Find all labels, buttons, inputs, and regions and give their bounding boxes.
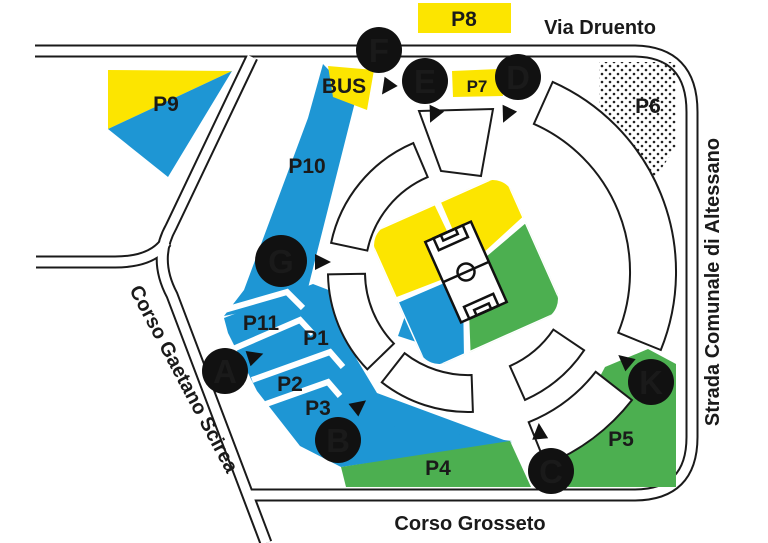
gate-d-letter: D (506, 59, 530, 96)
road-branch (36, 239, 170, 267)
gate-d-arrow-icon (502, 104, 518, 123)
ring-segment-east-outer (532, 80, 678, 352)
label-p2: P2 (277, 373, 303, 396)
label-p10: P10 (288, 155, 325, 178)
gate-f-circle (356, 27, 402, 73)
parking-area-p10[interactable] (224, 64, 356, 316)
pitch-halfway-line (442, 260, 490, 284)
gate-f-arrow-icon (381, 76, 398, 95)
gate-a-circle (202, 348, 248, 394)
gate-k-circle (628, 359, 674, 405)
gate-d-marker[interactable]: D (495, 54, 541, 100)
gate-b-marker[interactable]: B (315, 417, 361, 463)
gate-g-arrow-icon (315, 254, 331, 270)
ring-segment-south (380, 351, 474, 413)
label-p5: P5 (608, 428, 634, 451)
separator-p1-p2 (250, 348, 346, 383)
label-p3: P3 (305, 397, 331, 420)
parking-area-p4[interactable] (341, 441, 531, 487)
gate-g-letter: G (268, 243, 294, 280)
soccer-pitch (423, 219, 509, 325)
gate-c-marker[interactable]: C (528, 448, 574, 494)
stadium[interactable] (366, 172, 566, 372)
pitch-goal-box-top (439, 226, 460, 243)
parking-area-p7[interactable] (452, 69, 503, 97)
label-p9: P9 (153, 93, 179, 116)
gate-f-marker[interactable]: F (356, 27, 402, 73)
road-scirea (157, 55, 271, 543)
gate-d-circle (495, 54, 541, 100)
street-via-druento: Via Druento (544, 17, 656, 39)
label-p6: P6 (635, 95, 661, 118)
label-p1: P1 (303, 327, 329, 350)
label-bus: BUS (322, 75, 366, 98)
gate-a-arrow-icon (245, 351, 264, 367)
gate-g-marker[interactable]: G (255, 235, 307, 287)
road-outer-loop (35, 46, 697, 500)
gate-arrows (245, 76, 636, 440)
stadium-section-west (395, 270, 467, 372)
ring-segment-west (326, 272, 396, 371)
pitch-goal-box-bottom (472, 301, 493, 318)
separator-p10-p11 (220, 288, 306, 314)
lot-separators (220, 288, 346, 407)
gate-f-letter: F (369, 32, 389, 69)
label-p4: P4 (425, 457, 451, 480)
parking-labels: P9 P10 P11 P1 P2 P3 P4 P5 P6 P7 P8 BUS (153, 8, 661, 480)
plaza-rings (326, 80, 678, 467)
ring-funnel-north (417, 107, 495, 178)
parking-area-p8[interactable] (418, 3, 511, 33)
gate-k-marker[interactable]: K (628, 359, 674, 405)
parking-blue-wedge (341, 421, 512, 466)
gate-c-circle (528, 448, 574, 494)
gate-g-circle (255, 235, 307, 287)
p9-yellow-part (108, 70, 232, 129)
gate-b-arrow-icon (348, 400, 367, 417)
street-corso-grosseto: Corso Grosseto (394, 513, 545, 535)
gate-b-circle (315, 417, 361, 463)
parking-area-p9[interactable] (108, 70, 232, 177)
label-p8: P8 (451, 8, 477, 31)
gate-e-marker[interactable]: E (402, 58, 448, 104)
gate-e-arrow-icon (429, 104, 445, 123)
gate-c-arrow-icon (532, 423, 549, 440)
gate-k-letter: K (639, 364, 663, 401)
ring-segment-southeast (508, 328, 586, 402)
pitch-center-circle (456, 262, 476, 282)
parking-area-p1-p2-p3-p11[interactable] (224, 284, 512, 467)
gate-a-marker[interactable]: A (202, 348, 248, 394)
ring-segment-northwest (329, 141, 430, 252)
gate-k-arrow-icon (618, 355, 636, 372)
separator-p2-p3 (264, 378, 343, 407)
label-p7: P7 (467, 77, 488, 96)
street-strada-comunale-di-altessano: Strada Comunale di Altessano (702, 138, 724, 426)
separator-p11-p1 (231, 316, 316, 352)
gate-c-letter: C (539, 453, 563, 490)
road-surfaces (35, 46, 697, 543)
p9-blue-part (108, 71, 232, 177)
label-p11: P11 (243, 312, 280, 335)
gates: F E D G A B C K (202, 27, 674, 494)
gate-a-letter: A (213, 353, 237, 390)
bus-area[interactable] (328, 66, 374, 110)
gate-b-letter: B (326, 422, 350, 459)
gate-e-circle (402, 58, 448, 104)
gate-e-letter: E (414, 63, 436, 100)
